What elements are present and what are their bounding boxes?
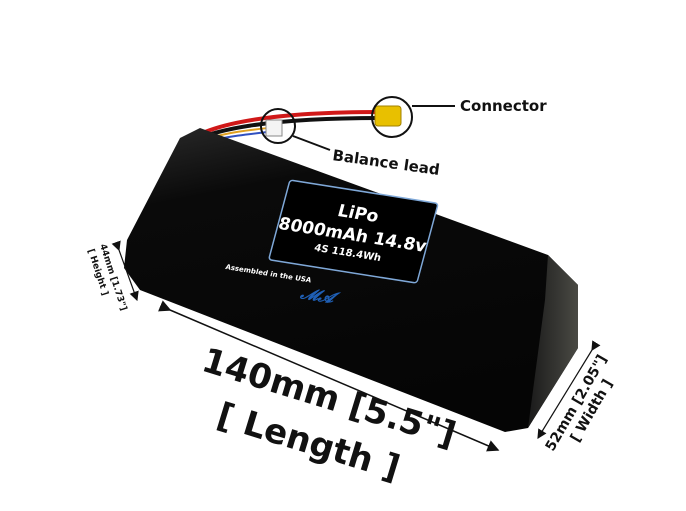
height-arrow [111,240,139,302]
balance-lead-circle [260,108,296,144]
balance-leader [292,135,331,151]
connector-circle [371,96,413,138]
balance-lead-callout: Balance lead [331,146,440,179]
length-arrow [157,300,500,452]
connector-plug [374,105,402,127]
connector-callout: Connector [460,97,547,115]
width-arrow [537,340,601,440]
balance-plug [265,119,283,137]
